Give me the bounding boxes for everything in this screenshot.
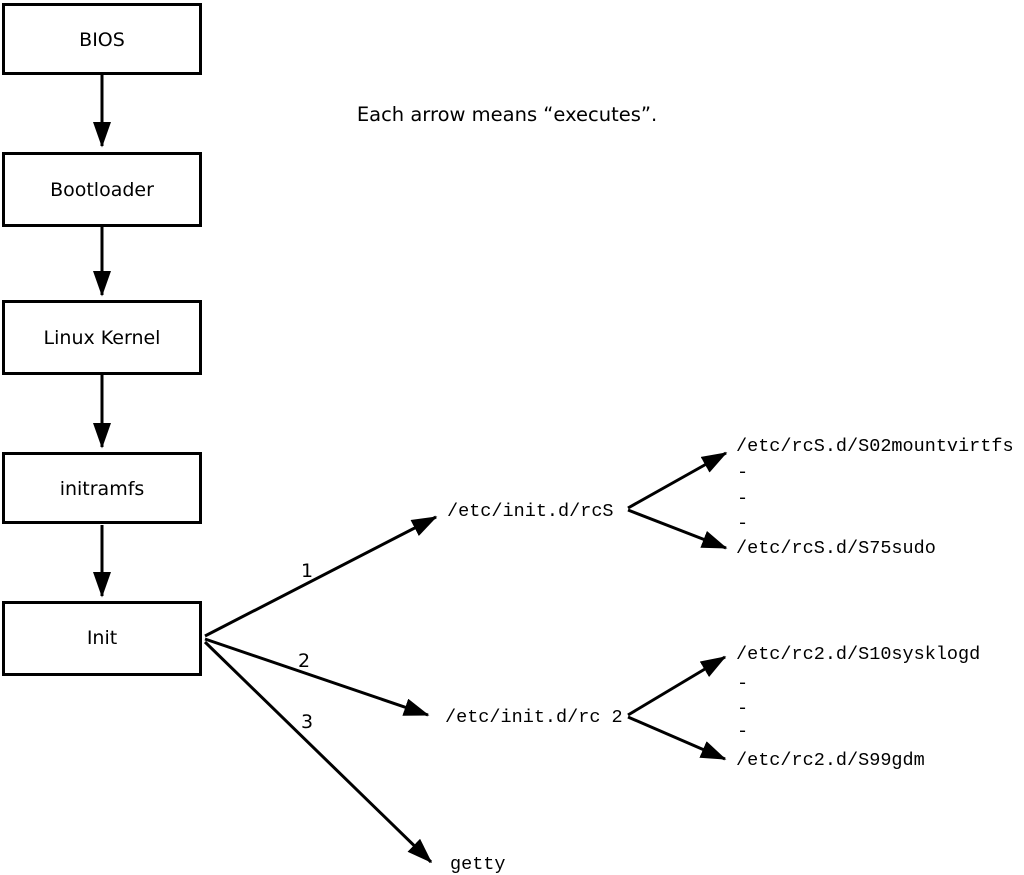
executes-arrow-rc2-to-first-script (627, 655, 727, 717)
bootloader-box (2, 152, 202, 227)
executes-arrow-init-to-getty (203, 640, 433, 864)
boot-flow-column: BIOS Bootloader Linux Kernel initramfs I… (2, 3, 202, 676)
executes-arrow-rcS-to-first-script (627, 451, 728, 510)
linux-kernel-box-label: Linux Kernel (44, 327, 161, 349)
rcS-script-label: /etc/init.d/rcS (447, 501, 614, 522)
init-box (2, 601, 202, 676)
rc2-last-script-label: /etc/rc2.d/S99gdm (736, 750, 925, 771)
bios-box-label: BIOS (79, 29, 125, 51)
getty-label: getty (450, 854, 506, 875)
executes-arrow-rcS-to-last-script (627, 508, 728, 550)
initramfs-box (2, 452, 202, 524)
rcS-ellipsis-dash-2: - (737, 488, 748, 509)
init-box-label: Init (87, 627, 117, 649)
init-branch-order-2: 2 (298, 650, 310, 672)
rcS-fork: /etc/rcS.d/S02mountvirtfs - - - /etc/rcS… (627, 436, 1014, 559)
rc2-script-label: /etc/init.d/rc 2 (445, 707, 623, 728)
init-fanout: 1 /etc/init.d/rcS 2 /etc/init.d/rc 2 3 g… (203, 501, 623, 875)
executes-arrow-rc2-to-last-script (627, 715, 727, 761)
rcS-ellipsis-dash-3: - (737, 513, 748, 534)
bios-box (2, 3, 202, 75)
rc2-ellipsis-dash-3: - (737, 721, 748, 742)
init-branch-order-1: 1 (301, 560, 313, 582)
rc2-first-script-label: /etc/rc2.d/S10sysklogd (736, 644, 980, 665)
bootloader-box-label: Bootloader (50, 179, 154, 201)
rcS-first-script-label: /etc/rcS.d/S02mountvirtfs (736, 436, 1014, 457)
linux-kernel-box (2, 300, 202, 375)
initramfs-box-label: initramfs (60, 478, 145, 500)
init-branch-order-3: 3 (301, 711, 313, 733)
rc2-ellipsis-dash-1: - (737, 673, 748, 694)
rcS-last-script-label: /etc/rcS.d/S75sudo (736, 538, 936, 559)
diagram-note: Each arrow means “executes”. (357, 103, 657, 126)
executes-arrow-init-to-rc2 (204, 637, 430, 717)
rcS-ellipsis-dash-1: - (737, 462, 748, 483)
executes-arrow-init-to-rcS (204, 515, 438, 638)
rc2-fork: /etc/rc2.d/S10sysklogd - - - /etc/rc2.d/… (627, 644, 980, 771)
rc2-ellipsis-dash-2: - (737, 698, 748, 719)
